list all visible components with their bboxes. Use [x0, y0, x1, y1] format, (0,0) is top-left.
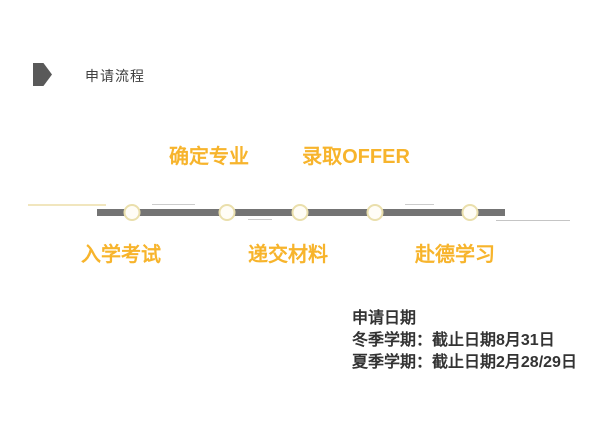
timeline-accent-line: [28, 204, 106, 206]
timeline-node-2: [218, 204, 236, 221]
flag-pentagon-icon: [33, 63, 52, 86]
stage-label-choose-major: 确定专业: [169, 146, 249, 168]
decorative-line: [405, 204, 434, 205]
decorative-line: [152, 204, 195, 205]
section-title: 申请流程: [85, 68, 145, 84]
decorative-line: [248, 219, 272, 220]
deadline-summer-semester: 夏季学期：截止日期2月28/29日: [352, 354, 577, 371]
stage-label-submit-materials: 递交材料: [248, 244, 328, 266]
timeline-node-5: [461, 204, 479, 221]
stage-label-entrance-exam: 入学考试: [81, 244, 161, 266]
timeline-node-1: [123, 204, 141, 221]
deadline-title: 申请日期: [352, 310, 417, 327]
deadline-info: 申请日期 冬季学期：截止日期8月31日 夏季学期：截止日期2月28/29日: [352, 308, 577, 374]
decorative-line: [496, 220, 570, 221]
stage-label-study-in-germany: 赴德学习: [415, 244, 495, 266]
deadline-winter-semester: 冬季学期：截止日期8月31日: [352, 332, 555, 349]
stage-label-admission-offer: 录取OFFER: [302, 146, 410, 168]
timeline-node-4: [366, 204, 384, 221]
timeline-node-3: [291, 204, 309, 221]
